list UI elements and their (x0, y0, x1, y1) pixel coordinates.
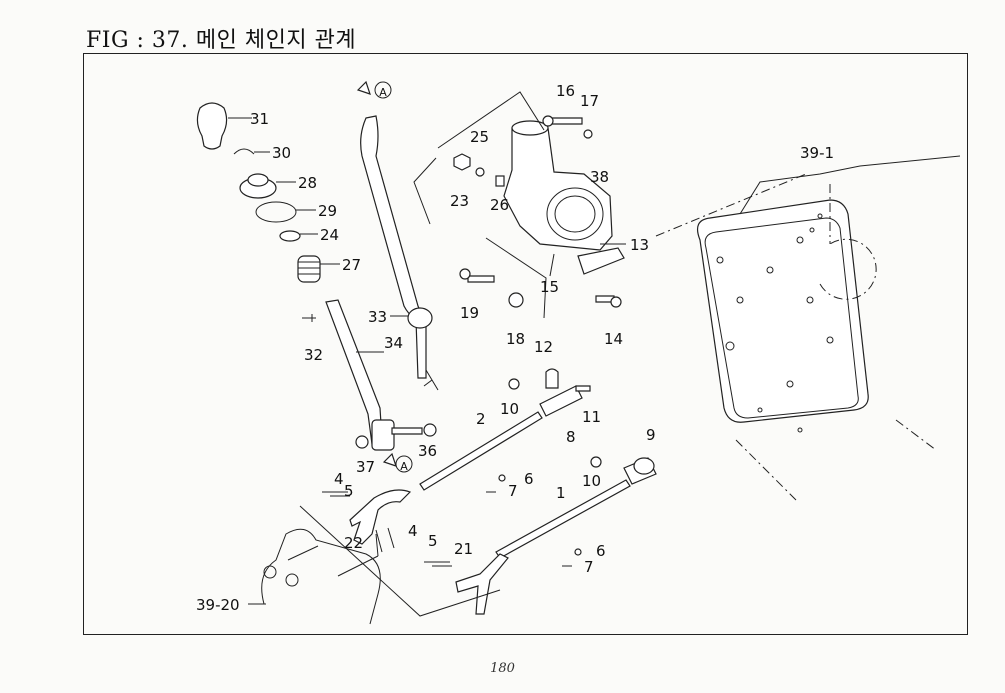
callout-27: 27 (342, 256, 361, 274)
reference-a-top (356, 80, 392, 99)
callout-18: 18 (506, 330, 525, 348)
callout-30: 30 (272, 144, 291, 162)
callout-2: 2 (476, 410, 486, 428)
shift-knob-assembly (196, 102, 437, 451)
callout-16: 16 (556, 82, 575, 100)
callout-10-upper: 10 (500, 400, 519, 418)
callout-38: 38 (590, 168, 609, 186)
callout-31: 31 (250, 110, 269, 128)
remote-rod-assembly (360, 115, 439, 391)
callout-37: 37 (356, 458, 375, 476)
shift-housing-assembly (413, 91, 807, 319)
reference-a-bottom (382, 452, 413, 473)
page-number: 180 (490, 661, 515, 676)
figure-title: FIG : 37. 메인 체인지 관계 (86, 28, 357, 53)
callout-14: 14 (604, 330, 623, 348)
callout-7-lower: 7 (584, 558, 594, 576)
gearbox-section (248, 528, 381, 625)
transmission-case (697, 155, 961, 501)
callout-15: 15 (540, 278, 559, 296)
callout-5-upper: 5 (344, 482, 354, 500)
callout-9: 9 (646, 426, 656, 444)
callout-32: 32 (304, 346, 323, 364)
callout-4-lower: 4 (408, 522, 418, 540)
callout-22: 22 (344, 534, 363, 552)
ref-label-a-bottom: A (400, 460, 408, 473)
callout-6-upper: 6 (524, 470, 534, 488)
callout-21: 21 (454, 540, 473, 558)
callout-17: 17 (580, 92, 599, 110)
callout-39-1: 39-1 (800, 144, 834, 162)
callout-1: 1 (556, 484, 566, 502)
callout-26: 26 (490, 196, 509, 214)
callout-10-lower: 10 (582, 472, 601, 490)
callout-28: 28 (298, 174, 317, 192)
diagram-frame (83, 53, 968, 635)
callout-39-20: 39-20 (196, 596, 240, 614)
callout-36: 36 (418, 442, 437, 460)
callout-12: 12 (534, 338, 553, 356)
callout-11: 11 (582, 408, 601, 426)
callout-8: 8 (566, 428, 576, 446)
callout-34: 34 (384, 334, 403, 352)
knob-part (196, 102, 228, 150)
callout-33: 33 (368, 308, 387, 326)
callout-29: 29 (318, 202, 337, 220)
callout-4-upper: 4 (334, 470, 344, 488)
callout-5-lower: 5 (428, 532, 438, 550)
shift-rods-assembly (299, 368, 657, 617)
callout-23: 23 (450, 192, 469, 210)
callout-24: 24 (320, 226, 339, 244)
callout-13: 13 (630, 236, 649, 254)
callout-6-lower: 6 (596, 542, 606, 560)
callout-25: 25 (470, 128, 489, 146)
ref-label-a-top: A (379, 86, 387, 99)
callout-7-upper: 7 (508, 482, 518, 500)
callout-19: 19 (460, 304, 479, 322)
